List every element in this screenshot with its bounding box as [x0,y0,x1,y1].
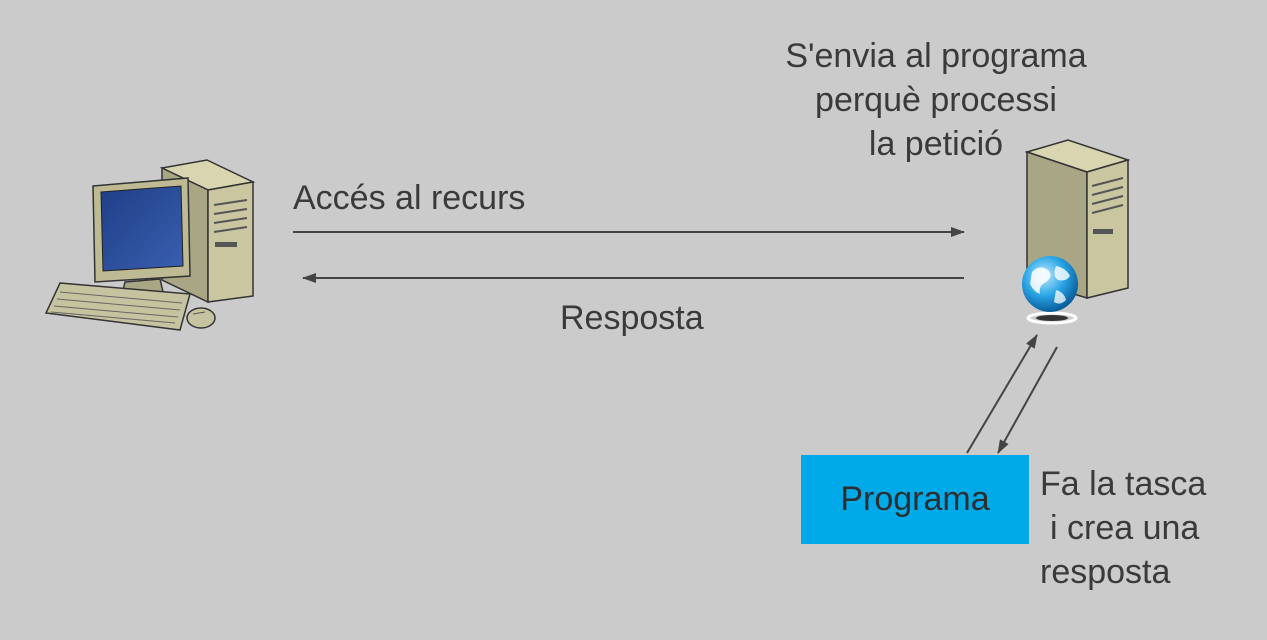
task-note-line: Fa la tasca [1040,465,1207,503]
response-label: Resposta [560,299,704,337]
task-note-line: i crea una [1050,509,1200,547]
task-note: Fa la tasca i crea una resposta [1040,462,1260,594]
client-computer-icon [44,159,256,331]
task-note-line: resposta [1040,553,1171,591]
server-note-line: perquè processi [815,81,1057,119]
from-program-arrow [966,334,1038,454]
server-note-line: S'envia al programa [785,37,1087,75]
globe-icon [1022,256,1078,325]
to-program-arrow [997,346,1058,454]
access-label: Accés al recurs [293,179,526,217]
program-label: Programa [840,480,990,518]
server-note: S'envia al programa perquè processi la p… [760,34,1112,166]
program-box: Programa [801,455,1029,544]
server-note-line: la petició [868,125,1004,163]
